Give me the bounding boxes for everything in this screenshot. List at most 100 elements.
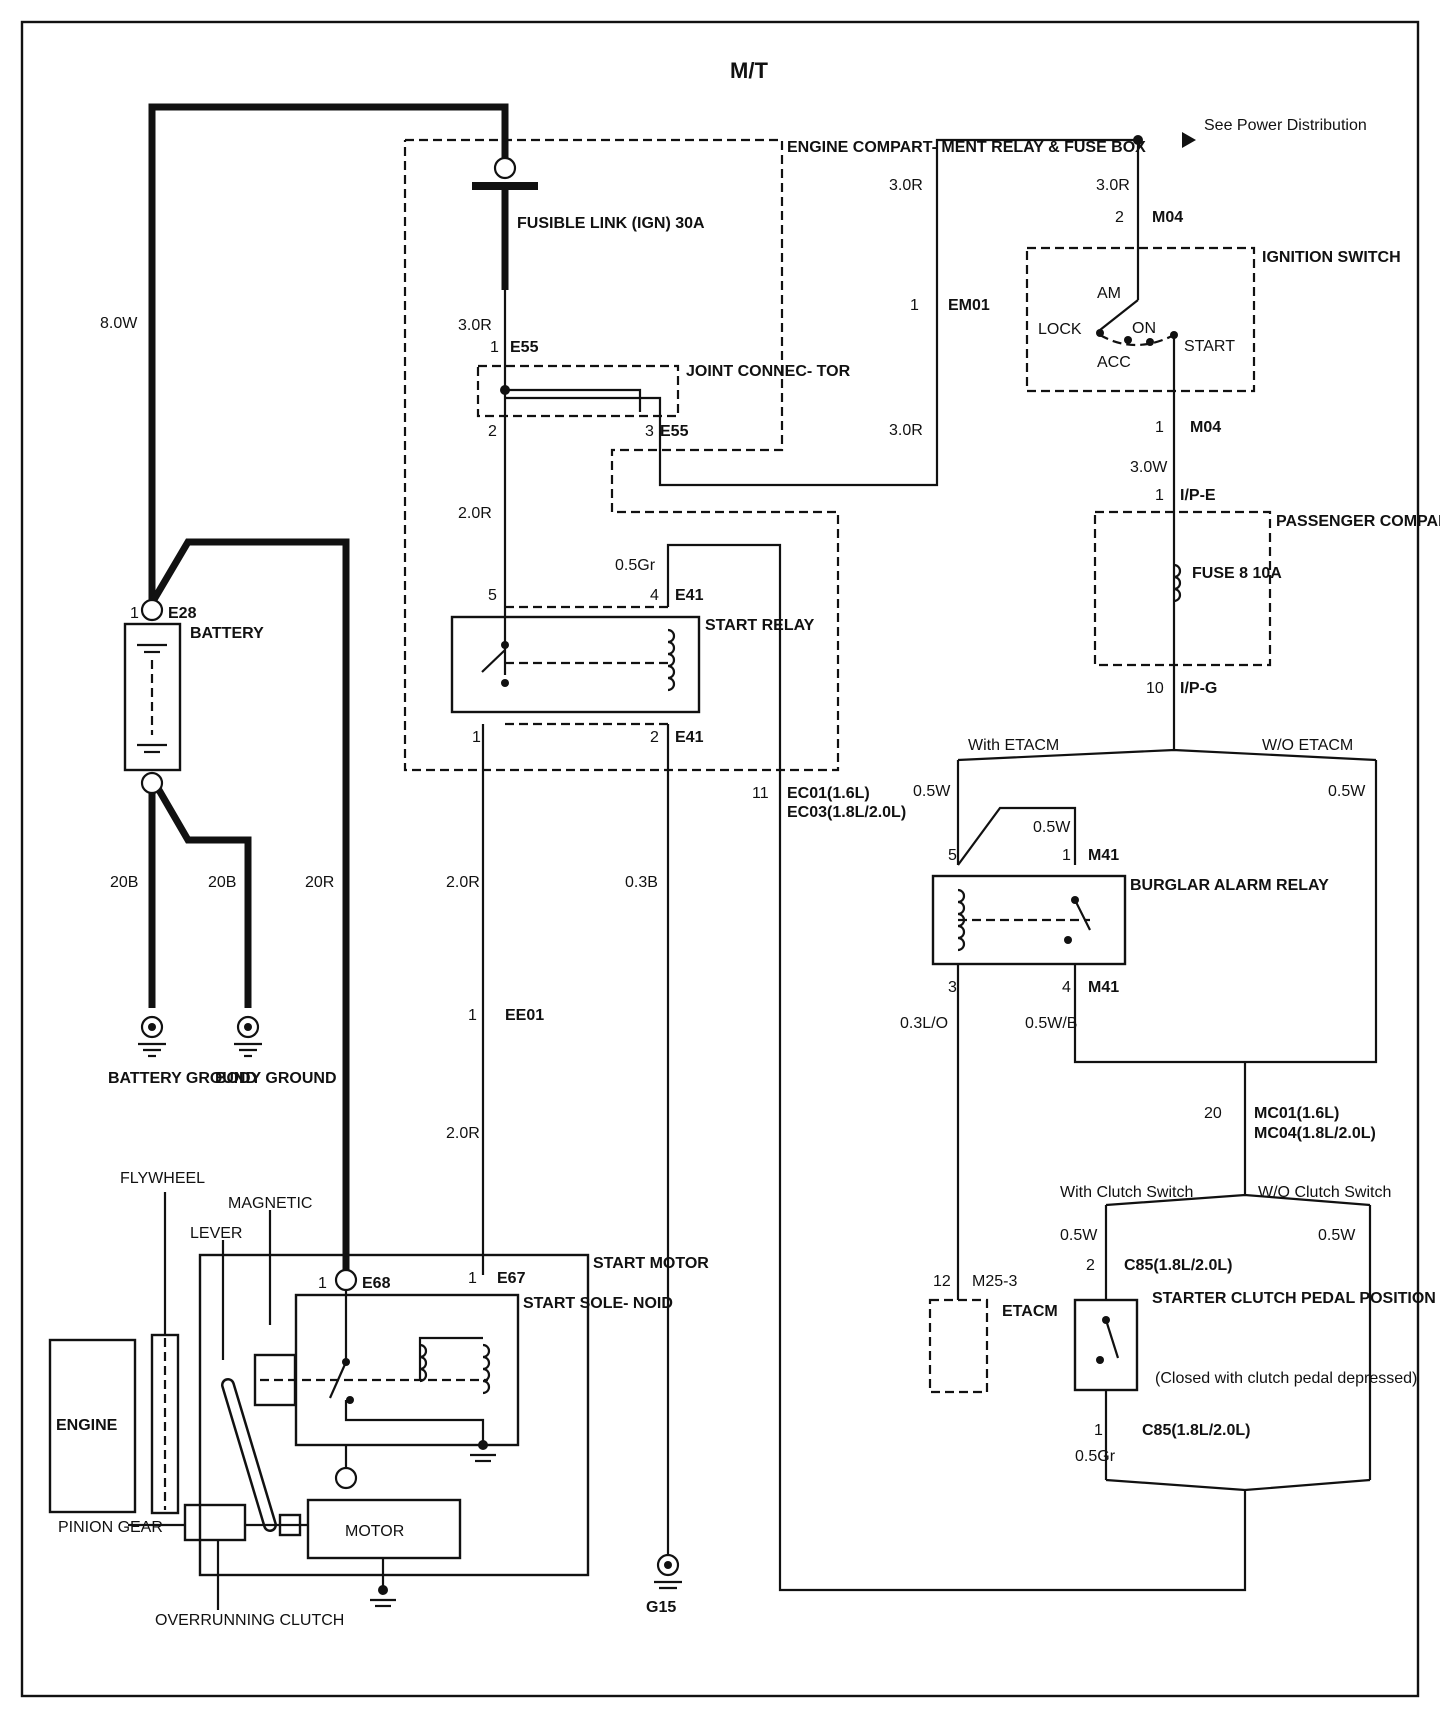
connector-ipe: I/P-E	[1180, 487, 1216, 504]
wo-etacm-label: W/O ETACM	[1262, 737, 1353, 754]
wire-3-0r-d: 3.0R	[1096, 177, 1130, 194]
connector-mc01: MC01(1.6L)	[1254, 1105, 1339, 1122]
wire-20b-a: 20B	[110, 874, 138, 891]
pin-1-relay: 1	[472, 729, 481, 746]
pin-1-e67: 1	[468, 1270, 477, 1287]
see-power-distribution: See Power Distribution	[1204, 117, 1367, 134]
pin-1-c85: 1	[1094, 1422, 1103, 1439]
start-motor-label: START MOTOR	[593, 1255, 709, 1272]
connector-m04-b: M04	[1190, 419, 1221, 436]
wire-2-0r-b: 2.0R	[446, 874, 480, 891]
wo-clutch-switch-label: W/O Clutch Switch	[1258, 1184, 1391, 1201]
connector-m41-a: M41	[1088, 847, 1119, 864]
battery-ground-symbol	[138, 1015, 166, 1058]
pin-1-e68: 1	[318, 1275, 327, 1292]
connector-e68: E68	[362, 1275, 391, 1292]
switch-lock: LOCK	[1038, 321, 1082, 338]
battery-section: 8.0W 1 E28 BATTERY 20B 20B 20R BATTERY G…	[100, 103, 509, 1270]
body-ground-label: BODY GROUND	[215, 1070, 337, 1087]
g15-ground-symbol: G15	[646, 1553, 682, 1616]
burglar-alarm-relay-label: BURGLAR ALARM RELAY	[1130, 877, 1329, 894]
joint-connector-label: JOINT CONNEC- TOR	[686, 363, 851, 380]
wire-8-0w: 8.0W	[100, 315, 138, 332]
wire-0-5w-c: 0.5W	[1328, 783, 1366, 800]
wire-2-0r-c: 2.0R	[446, 1125, 480, 1142]
wire-0-3b: 0.3B	[625, 874, 658, 891]
pin-11: 11	[752, 785, 769, 802]
lever-label: LEVER	[190, 1225, 242, 1242]
pin-3-m41: 3	[948, 979, 957, 996]
engine-label: ENGINE	[56, 1417, 118, 1434]
wire-0-5w-b: 0.5W	[1033, 819, 1071, 836]
pin-1-ee01: 1	[468, 1007, 477, 1024]
fusible-link-label: FUSIBLE LINK (IGN) 30A	[517, 215, 705, 232]
wire-0-5w-e: 0.5W	[1318, 1227, 1356, 1244]
pin-1-em01: 1	[910, 297, 919, 314]
connector-e67: E67	[497, 1270, 526, 1287]
battery-symbol	[123, 622, 182, 772]
switch-am: AM	[1097, 285, 1121, 302]
ignition-section: See Power Distribution 3.0R 2 M04 IGNITI…	[957, 117, 1440, 762]
connector-e28: E28	[168, 605, 197, 622]
clutch-switch-note: (Closed with clutch pedal depressed)	[1155, 1370, 1417, 1387]
passenger-junction-block-label: PASSENGER COMPARTMENT JUNCTION BLOCK	[1276, 513, 1440, 530]
connector-ipg: I/P-G	[1180, 680, 1217, 697]
burglar-alarm-relay-box	[931, 874, 1127, 966]
clutch-switch-box	[1073, 1298, 1139, 1392]
g15-label: G15	[646, 1599, 676, 1616]
pin-5-m41: 5	[948, 847, 957, 864]
wire-3-0r-b: 3.0R	[889, 177, 923, 194]
wire-3-0r-a: 3.0R	[458, 317, 492, 334]
battery-negative-terminal	[140, 771, 164, 795]
engine-box-label: ENGINE COMPART- MENT RELAY & FUSE BOX	[787, 139, 1146, 156]
connector-ee01: EE01	[505, 1007, 544, 1024]
start-motor-section: START MOTOR 1 E68 1 E67 START SOLE- NOID…	[183, 1253, 709, 1608]
pin-5-relay: 5	[488, 587, 497, 604]
pin-1-ipe: 1	[1155, 487, 1164, 504]
wire-2-0r-a: 2.0R	[458, 505, 492, 522]
connector-ec01: EC01(1.6L)	[787, 785, 870, 802]
etacm-label: ETACM	[1002, 1303, 1058, 1320]
engine-box	[48, 1338, 137, 1514]
pin-2-relay: 2	[650, 729, 659, 746]
clutch-switch-label: STARTER CLUTCH PEDAL POSITION SWITCH	[1152, 1290, 1440, 1307]
connector-m04-a: M04	[1152, 209, 1183, 226]
battery-positive-terminal	[140, 598, 164, 622]
engine-compartment-box: ENGINE COMPART- MENT RELAY & FUSE BOX FU…	[403, 138, 1146, 1555]
start-relay-label: START RELAY	[705, 617, 815, 634]
pin-20: 20	[1204, 1105, 1222, 1122]
wire-3-0w: 3.0W	[1130, 459, 1168, 476]
pin-10: 10	[1146, 680, 1164, 697]
switch-acc: ACC	[1097, 354, 1131, 371]
wire-0-5w-a: 0.5W	[913, 783, 951, 800]
start-motor-box	[198, 1253, 590, 1577]
connector-e41-a: E41	[675, 587, 704, 604]
connector-ec03: EC03(1.8L/2.0L)	[787, 804, 906, 821]
pin-1-m04: 1	[1155, 419, 1164, 436]
pin-4-m41: 4	[1062, 979, 1071, 996]
pin-2-c85: 2	[1086, 1257, 1095, 1274]
pin-1-m41: 1	[1062, 847, 1071, 864]
passenger-junction-block-box	[1093, 510, 1272, 667]
wire-0-5gr-b: 0.5Gr	[1075, 1448, 1116, 1465]
pin-2-e55: 2	[488, 423, 497, 440]
connector-c85-a: C85(1.8L/2.0L)	[1124, 1257, 1232, 1274]
pin-4-relay: 4	[650, 587, 659, 604]
connector-c85-b: C85(1.8L/2.0L)	[1142, 1422, 1250, 1439]
connector-em01: EM01	[948, 297, 990, 314]
wire-0-5wb: 0.5W/B	[1025, 1015, 1077, 1032]
burglar-relay-section: 0.5W 0.5W 5 1 M41 BURGLAR ALARM RELAY 3 …	[900, 760, 1378, 1394]
battery-label: BATTERY	[190, 625, 264, 642]
pin-2-m04: 2	[1115, 209, 1124, 226]
fuse-8-label: FUSE 8 10A	[1192, 565, 1282, 582]
connector-m25-3: M25-3	[972, 1273, 1017, 1290]
with-clutch-switch-label: With Clutch Switch	[1060, 1184, 1193, 1201]
wire-0-5w-d: 0.5W	[1060, 1227, 1098, 1244]
switch-on: ON	[1132, 320, 1156, 337]
start-relay-box	[450, 615, 701, 714]
diagram-title: M/T	[730, 58, 768, 83]
magnetic-label: MAGNETIC	[228, 1195, 312, 1212]
connector-e55-b: E55	[660, 423, 689, 440]
pin-12: 12	[933, 1273, 951, 1290]
